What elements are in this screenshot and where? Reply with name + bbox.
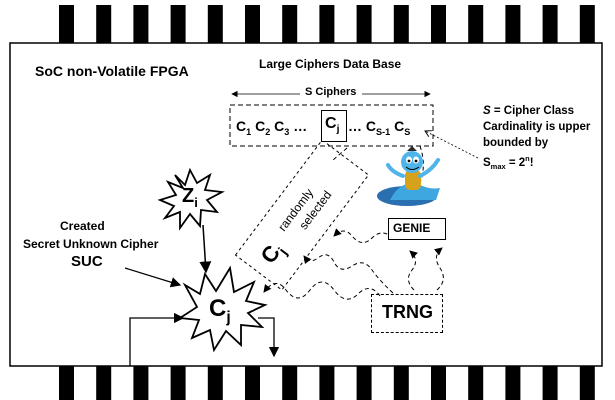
chip-pin-top bbox=[96, 5, 112, 43]
chip-pins-top bbox=[59, 5, 595, 43]
fpga-chip-outline bbox=[9, 42, 603, 367]
cipher-c2: C2 bbox=[255, 118, 271, 137]
chip-pin-bottom bbox=[207, 366, 223, 400]
cipher-cj: Cj bbox=[325, 115, 340, 136]
random-selection-box bbox=[234, 139, 370, 291]
chip-pin-top bbox=[356, 5, 372, 43]
chip-pin-bottom bbox=[282, 366, 298, 400]
z-to-cj-arrow bbox=[199, 224, 212, 274]
genie-to-selection-wavy-arrow bbox=[333, 228, 394, 243]
chip-pin-top bbox=[207, 5, 223, 43]
chip-pin-top bbox=[393, 5, 409, 43]
chip-pin-bottom bbox=[505, 366, 521, 400]
ellipsis-1: … bbox=[293, 118, 308, 134]
chip-pin-top bbox=[505, 5, 521, 43]
cipher-c1: C1 bbox=[236, 118, 252, 137]
chip-pin-bottom bbox=[245, 366, 260, 400]
genie-label: GENIE bbox=[393, 221, 431, 235]
chip-pin-bottom bbox=[59, 366, 74, 400]
chip-pin-top bbox=[170, 5, 186, 43]
trng-to-genie-wavy-arrow bbox=[408, 250, 418, 291]
suc-line-2: Secret Unknown Cipher bbox=[23, 237, 159, 251]
chip-pin-bottom bbox=[96, 366, 112, 400]
cipher-cj-box bbox=[321, 110, 347, 142]
cipher-cs: CS bbox=[394, 118, 411, 137]
chip-pin-top bbox=[579, 5, 595, 43]
chip-pin-bottom bbox=[133, 366, 149, 400]
chip-pin-bottom bbox=[542, 366, 558, 400]
chip-pin-top bbox=[282, 5, 298, 43]
suc-to-cj-arrow bbox=[124, 267, 182, 288]
zi-label: Zi bbox=[182, 185, 198, 210]
chip-title: SoC non-Volatile FPGA bbox=[35, 63, 189, 79]
chip-pin-top bbox=[319, 5, 335, 43]
trng-box bbox=[371, 294, 443, 333]
trng-label: TRNG bbox=[382, 302, 433, 322]
cardinality-note: S = Cipher Class Cardinality is upper bo… bbox=[483, 103, 590, 175]
zi-star-shape bbox=[157, 167, 225, 231]
chip-pin-bottom bbox=[356, 366, 372, 400]
chip-pin-top bbox=[59, 5, 74, 43]
chip-pin-bottom bbox=[170, 366, 186, 400]
chip-pin-bottom bbox=[468, 366, 484, 400]
trng-to-selection-wavy-arrow bbox=[303, 254, 394, 294]
chip-pin-bottom bbox=[579, 366, 595, 400]
chip-pin-bottom bbox=[431, 366, 446, 400]
trng-to-cj-wavy-arrow bbox=[263, 281, 381, 300]
database-title: Large Ciphers Data Base bbox=[259, 57, 402, 71]
chip-pins-bottom bbox=[59, 366, 595, 400]
chip-pin-top bbox=[468, 5, 484, 43]
chip-pin-top bbox=[542, 5, 558, 43]
note-line-3: bounded by bbox=[483, 137, 549, 149]
chip-pin-top bbox=[133, 5, 149, 43]
genie-icon bbox=[377, 146, 440, 206]
chip-pin-bottom bbox=[393, 366, 409, 400]
input-line bbox=[129, 312, 185, 366]
note-pointer bbox=[425, 131, 479, 159]
chip-pin-top bbox=[245, 5, 260, 43]
note-line-1: S = Cipher Class bbox=[483, 105, 575, 117]
cj-star-shape bbox=[177, 265, 268, 353]
genie-box bbox=[388, 218, 446, 240]
note-line-4: Smax = 2n! bbox=[483, 154, 534, 172]
chip-pin-bottom bbox=[319, 366, 335, 400]
trng-to-genie-wavy-arrow-right bbox=[434, 247, 444, 291]
cipher-sequence-box bbox=[229, 104, 434, 147]
suc-line-3: SUC bbox=[71, 253, 103, 270]
suc-line-1: Created bbox=[60, 219, 105, 233]
chip-pin-top bbox=[431, 5, 446, 43]
cj-label: Cj bbox=[209, 295, 231, 326]
note-line-2: Cardinality is upper bbox=[483, 121, 591, 133]
selection-link bbox=[332, 147, 348, 161]
cipher-cs-1: CS-1 bbox=[365, 118, 391, 137]
ellipsis-2: … bbox=[348, 118, 362, 134]
output-line bbox=[258, 317, 280, 358]
cipher-c3: C3 bbox=[274, 118, 290, 137]
s-ciphers-label: S Ciphers bbox=[305, 86, 357, 98]
cipher-sequence: C1 C2 C3 … bbox=[236, 119, 307, 137]
cipher-tail: … CS-1 CS bbox=[348, 119, 410, 137]
